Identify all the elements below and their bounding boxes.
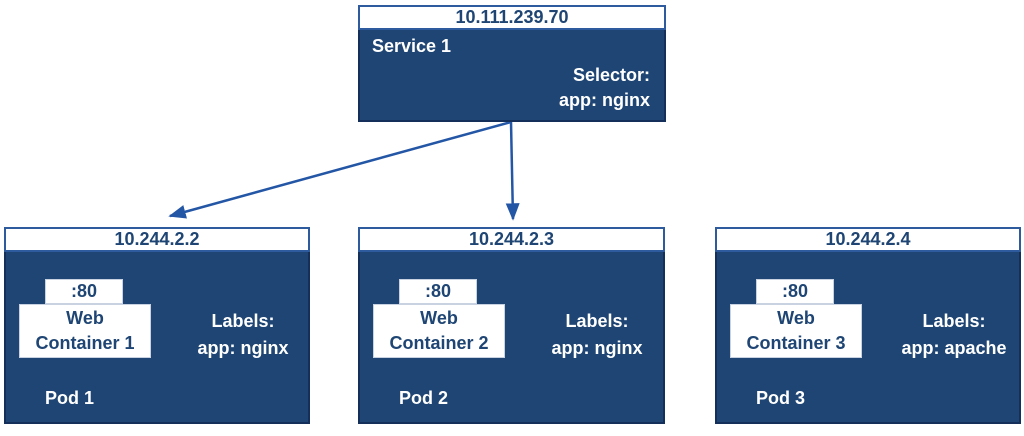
pod1-port-box: :80	[45, 279, 123, 304]
container-line2: Container 1	[35, 333, 135, 353]
pod3-name: Pod 3	[756, 388, 806, 408]
selector-label: Selector:	[572, 65, 650, 85]
pod1-labels: Labels: app: nginx	[178, 308, 308, 362]
arrow-service-to-pod1	[168, 120, 512, 219]
pod3-ip: 10.244.2.4	[715, 227, 1021, 252]
pod2-port-box: :80	[399, 279, 477, 304]
pod1-web-container-box: Web Container 1	[19, 304, 151, 358]
container-line2: Container 2	[389, 333, 489, 353]
labels-value: app: nginx	[551, 338, 643, 358]
service-name: Service 1	[372, 36, 452, 56]
pod1-name: Pod 1	[45, 388, 95, 408]
labels-value: app: apache	[901, 338, 1007, 358]
service-node: 10.111.239.70 Service 1 Selector: app: n…	[358, 5, 666, 122]
arrow-service-to-pod2	[505, 121, 520, 221]
pod-node-3: 10.244.2.4 :80 Web Container 3 Labels: a…	[715, 227, 1021, 424]
pod3-port-box: :80	[756, 279, 834, 304]
container-line1: Web	[420, 308, 458, 328]
labels-label: Labels:	[565, 311, 629, 331]
pod2-name: Pod 2	[399, 388, 449, 408]
pod-node-1: 10.244.2.2 :80 Web Container 1 Labels: a…	[4, 227, 310, 424]
pod1-ip: 10.244.2.2	[4, 227, 310, 252]
pod2-ip: 10.244.2.3	[358, 227, 665, 252]
service-ip: 10.111.239.70	[358, 5, 666, 30]
pod2-labels: Labels: app: nginx	[532, 308, 662, 362]
labels-label: Labels:	[922, 311, 986, 331]
container-line2: Container 3	[746, 333, 846, 353]
selector-value: app: nginx	[559, 90, 650, 110]
container-line1: Web	[777, 308, 815, 328]
pod3-web-container-box: Web Container 3	[730, 304, 862, 358]
pod3-labels: Labels: app: apache	[889, 308, 1019, 362]
pod1-body: :80 Web Container 1 Labels: app: nginx P…	[4, 252, 310, 424]
pod3-body: :80 Web Container 3 Labels: app: apache …	[715, 252, 1021, 424]
labels-label: Labels:	[211, 311, 275, 331]
pod-node-2: 10.244.2.3 :80 Web Container 2 Labels: a…	[358, 227, 665, 424]
container-line1: Web	[66, 308, 104, 328]
labels-value: app: nginx	[197, 338, 289, 358]
service-body: Service 1 Selector: app: nginx	[358, 30, 666, 122]
service-selector: Selector: app: nginx	[559, 63, 650, 113]
pod2-body: :80 Web Container 2 Labels: app: nginx P…	[358, 252, 665, 424]
pod2-web-container-box: Web Container 2	[373, 304, 505, 358]
